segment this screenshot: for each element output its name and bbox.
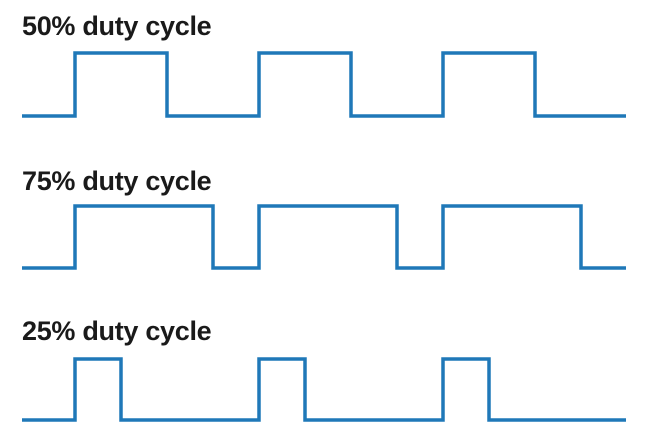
square-wave-50 [22, 51, 626, 118]
panel-title: 50% duty cycle [22, 11, 212, 41]
panel-title: 25% duty cycle [22, 316, 212, 346]
waveform-line [22, 204, 626, 270]
waveform-line [22, 357, 626, 422]
square-wave-75 [22, 204, 626, 270]
panel-title: 75% duty cycle [22, 166, 212, 196]
waveform-line [22, 51, 626, 118]
